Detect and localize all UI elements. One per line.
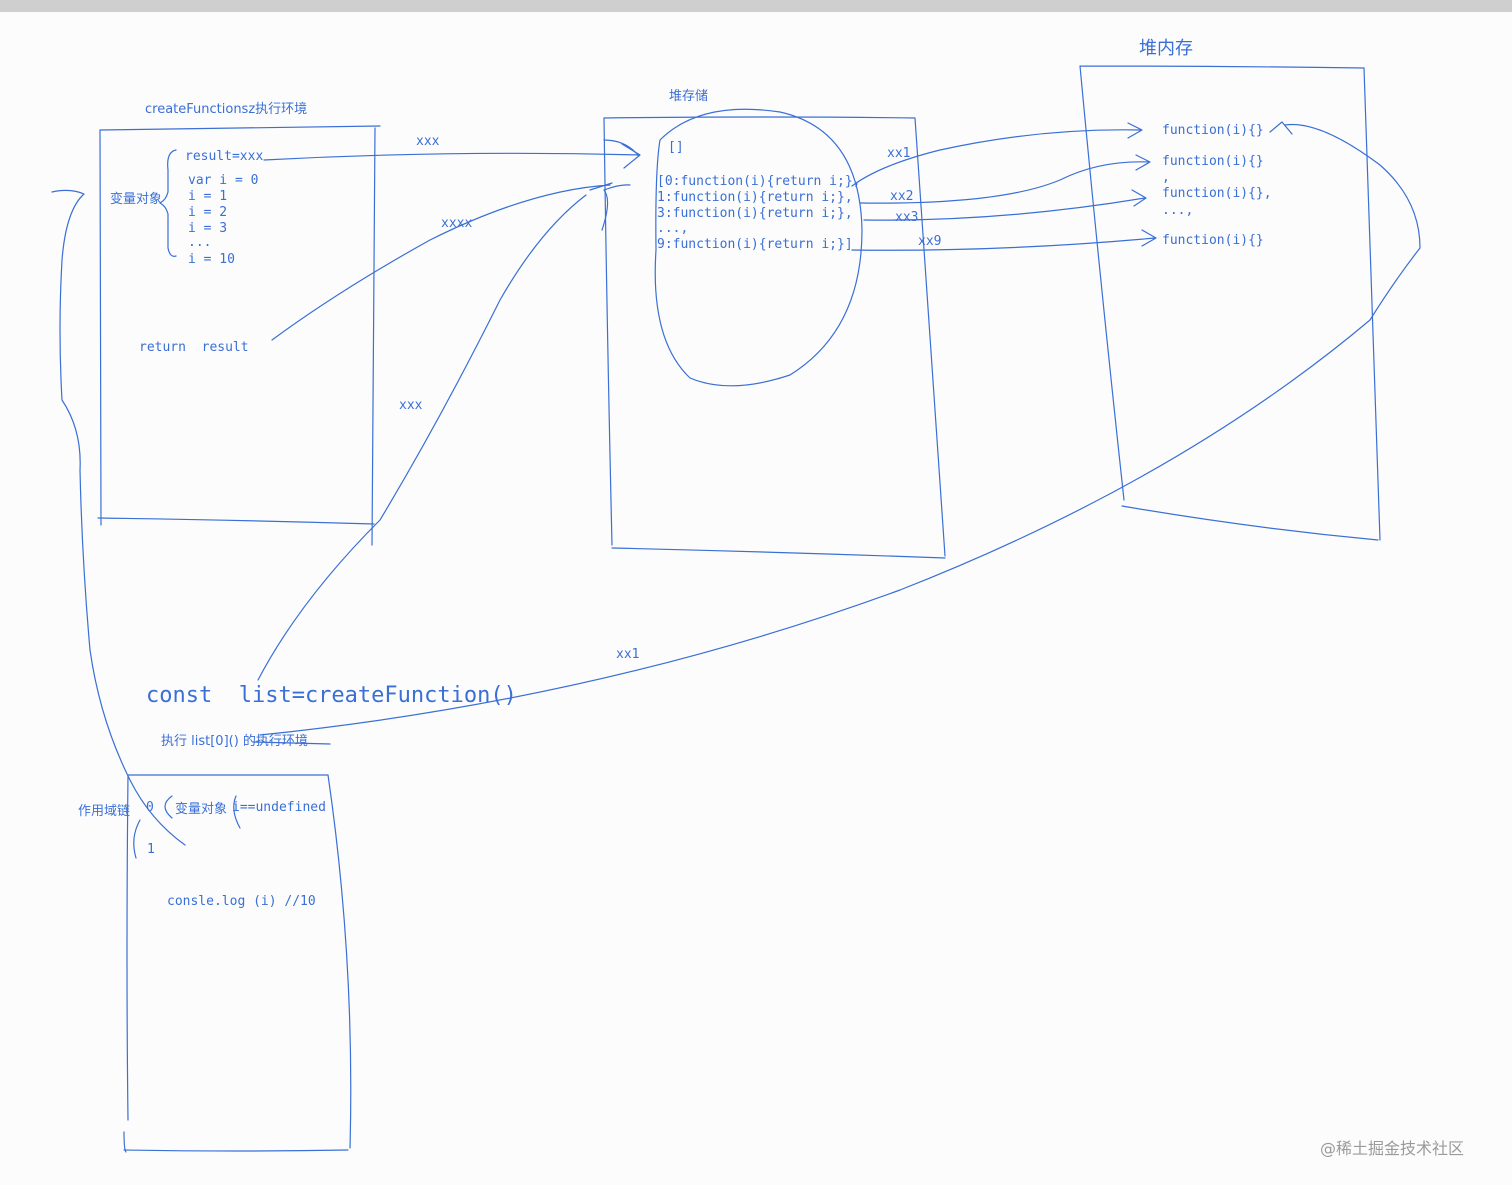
xxx-label-mid: xxx bbox=[399, 398, 423, 413]
xx9-label: xx9 bbox=[918, 234, 942, 249]
return-result: return result bbox=[139, 340, 249, 355]
heap-fn-2: function(i){} bbox=[1162, 154, 1264, 169]
array-item-3: 3:function(i){return i;}, bbox=[657, 206, 853, 221]
strike bbox=[252, 741, 331, 745]
empty-array: [] bbox=[668, 140, 684, 155]
arrow-result bbox=[263, 143, 641, 169]
arrow-const-stack bbox=[257, 194, 587, 681]
result-assign: result=xxx bbox=[185, 149, 264, 164]
stack-arrows bbox=[601, 139, 639, 231]
i-2: i = 2 bbox=[188, 205, 228, 220]
stack-box bbox=[603, 116, 946, 559]
exec-arrows bbox=[133, 795, 241, 859]
ellipsis: ... bbox=[188, 235, 212, 250]
xx3-label: xx3 bbox=[895, 210, 919, 225]
xx2-label: xx2 bbox=[890, 189, 914, 204]
heap-dots: ..., bbox=[1162, 203, 1194, 218]
array-dots: ..., bbox=[657, 221, 689, 236]
exec-box bbox=[123, 774, 352, 1153]
exec-title: 执行 list[0]() 的执行环境 bbox=[161, 734, 308, 749]
xx1-label: xx1 bbox=[887, 146, 911, 161]
xxx-label-top: xxx bbox=[416, 134, 440, 149]
i-3: i = 3 bbox=[188, 221, 228, 236]
xxxx-label: xxxx bbox=[441, 216, 473, 231]
heap-box bbox=[1079, 65, 1381, 541]
i-10: i = 10 bbox=[188, 252, 235, 267]
var-i0: var i = 0 bbox=[188, 173, 259, 188]
create-env-title: createFunctionsz执行环境 bbox=[145, 102, 308, 117]
watermark: @稀土掘金技术社区 bbox=[1320, 1139, 1465, 1158]
arrow-fn3 bbox=[863, 189, 1147, 221]
heap-fn-1: function(i){} bbox=[1162, 123, 1264, 138]
variable-object-label: 变量对象 bbox=[110, 192, 163, 207]
console-log: consle.log (i) //10 bbox=[167, 894, 316, 909]
const-line: const list=createFunction() bbox=[146, 683, 517, 708]
xx1-bottom-label: xx1 bbox=[616, 647, 640, 662]
scope-zero: 0 bbox=[146, 800, 154, 815]
brace bbox=[159, 149, 177, 257]
i-undefined: i==undefined bbox=[232, 800, 326, 815]
heap-fn-4: function(i){} bbox=[1162, 233, 1264, 248]
top-bar bbox=[0, 0, 1512, 12]
stack-title: 堆存储 bbox=[669, 89, 709, 104]
create-env-box bbox=[97, 125, 381, 546]
heap-comma: , bbox=[1162, 170, 1170, 185]
array-item-9: 9:function(i){return i;}] bbox=[657, 237, 853, 252]
heap-fn-3: function(i){}, bbox=[1162, 186, 1272, 201]
arrow-return bbox=[271, 182, 613, 341]
arrow-fn2 bbox=[859, 154, 1151, 204]
heap-title: 堆内存 bbox=[1139, 38, 1193, 59]
scope-one: 1 bbox=[147, 842, 155, 857]
arrow-const-heap bbox=[259, 121, 1421, 736]
variable-object-label-2: 变量对象 bbox=[175, 802, 228, 817]
arrow-fn1 bbox=[851, 122, 1143, 187]
scope-curve bbox=[51, 189, 186, 846]
scope-chain-label: 作用域链 bbox=[78, 804, 131, 819]
array-item-0: [0:function(i){return i;}, bbox=[657, 174, 861, 189]
arrow-fn4 bbox=[851, 229, 1157, 251]
array-item-1: 1:function(i){return i;}, bbox=[657, 190, 853, 205]
array-oval bbox=[654, 108, 863, 387]
i-1: i = 1 bbox=[188, 189, 228, 204]
